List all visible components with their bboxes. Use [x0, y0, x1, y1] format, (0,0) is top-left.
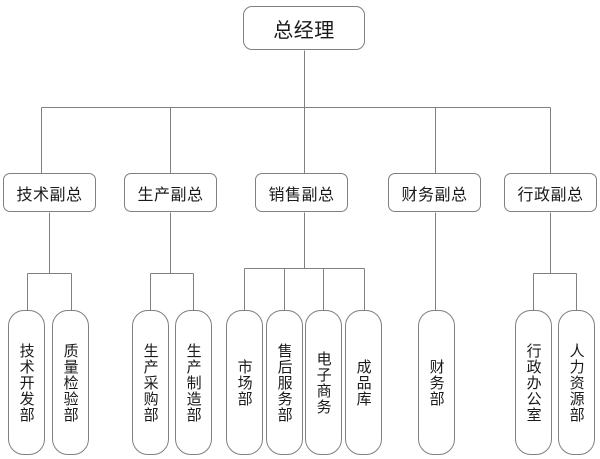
- node-label: 质量检验部: [61, 342, 80, 423]
- node-department-3[interactable]: 生产制造部: [175, 310, 212, 455]
- node-label: 成品库: [354, 358, 373, 407]
- node-department-1[interactable]: 质量检验部: [52, 310, 89, 455]
- node-vp-1[interactable]: 生产副总: [124, 173, 217, 212]
- node-label: 售后服务部: [275, 342, 294, 423]
- node-vp-0[interactable]: 技术副总: [3, 173, 96, 212]
- node-label: 生产采购部: [141, 342, 160, 423]
- node-department-9[interactable]: 行政办公室: [515, 310, 552, 455]
- node-label: 生产副总: [137, 184, 204, 204]
- node-label: 行政办公室: [524, 342, 543, 423]
- node-department-7[interactable]: 成品库: [345, 310, 382, 455]
- node-department-5[interactable]: 售后服务部: [266, 310, 303, 455]
- node-root-general-manager[interactable]: 总经理: [243, 6, 365, 50]
- node-department-2[interactable]: 生产采购部: [132, 310, 169, 455]
- node-department-6[interactable]: 电子商务: [305, 310, 342, 455]
- node-vp-3[interactable]: 财务副总: [388, 173, 481, 212]
- node-label: 行政副总: [517, 184, 584, 204]
- node-department-10[interactable]: 人力资源部: [558, 310, 595, 455]
- node-department-8[interactable]: 财务部: [418, 310, 455, 455]
- node-vp-2[interactable]: 销售副总: [255, 173, 348, 212]
- node-label: 电子商务: [314, 350, 333, 415]
- node-label: 市场部: [235, 358, 254, 407]
- node-department-0[interactable]: 技术开发部: [8, 310, 45, 455]
- node-label: 总经理: [273, 17, 335, 42]
- node-label: 人力资源部: [567, 342, 586, 423]
- node-vp-4[interactable]: 行政副总: [504, 173, 597, 212]
- node-label: 技术开发部: [17, 342, 36, 423]
- node-label: 销售副总: [268, 184, 335, 204]
- node-label: 技术副总: [16, 184, 83, 204]
- node-department-4[interactable]: 市场部: [226, 310, 263, 455]
- node-label: 财务副总: [401, 184, 468, 204]
- node-label: 财务部: [427, 358, 446, 407]
- node-label: 生产制造部: [184, 342, 203, 423]
